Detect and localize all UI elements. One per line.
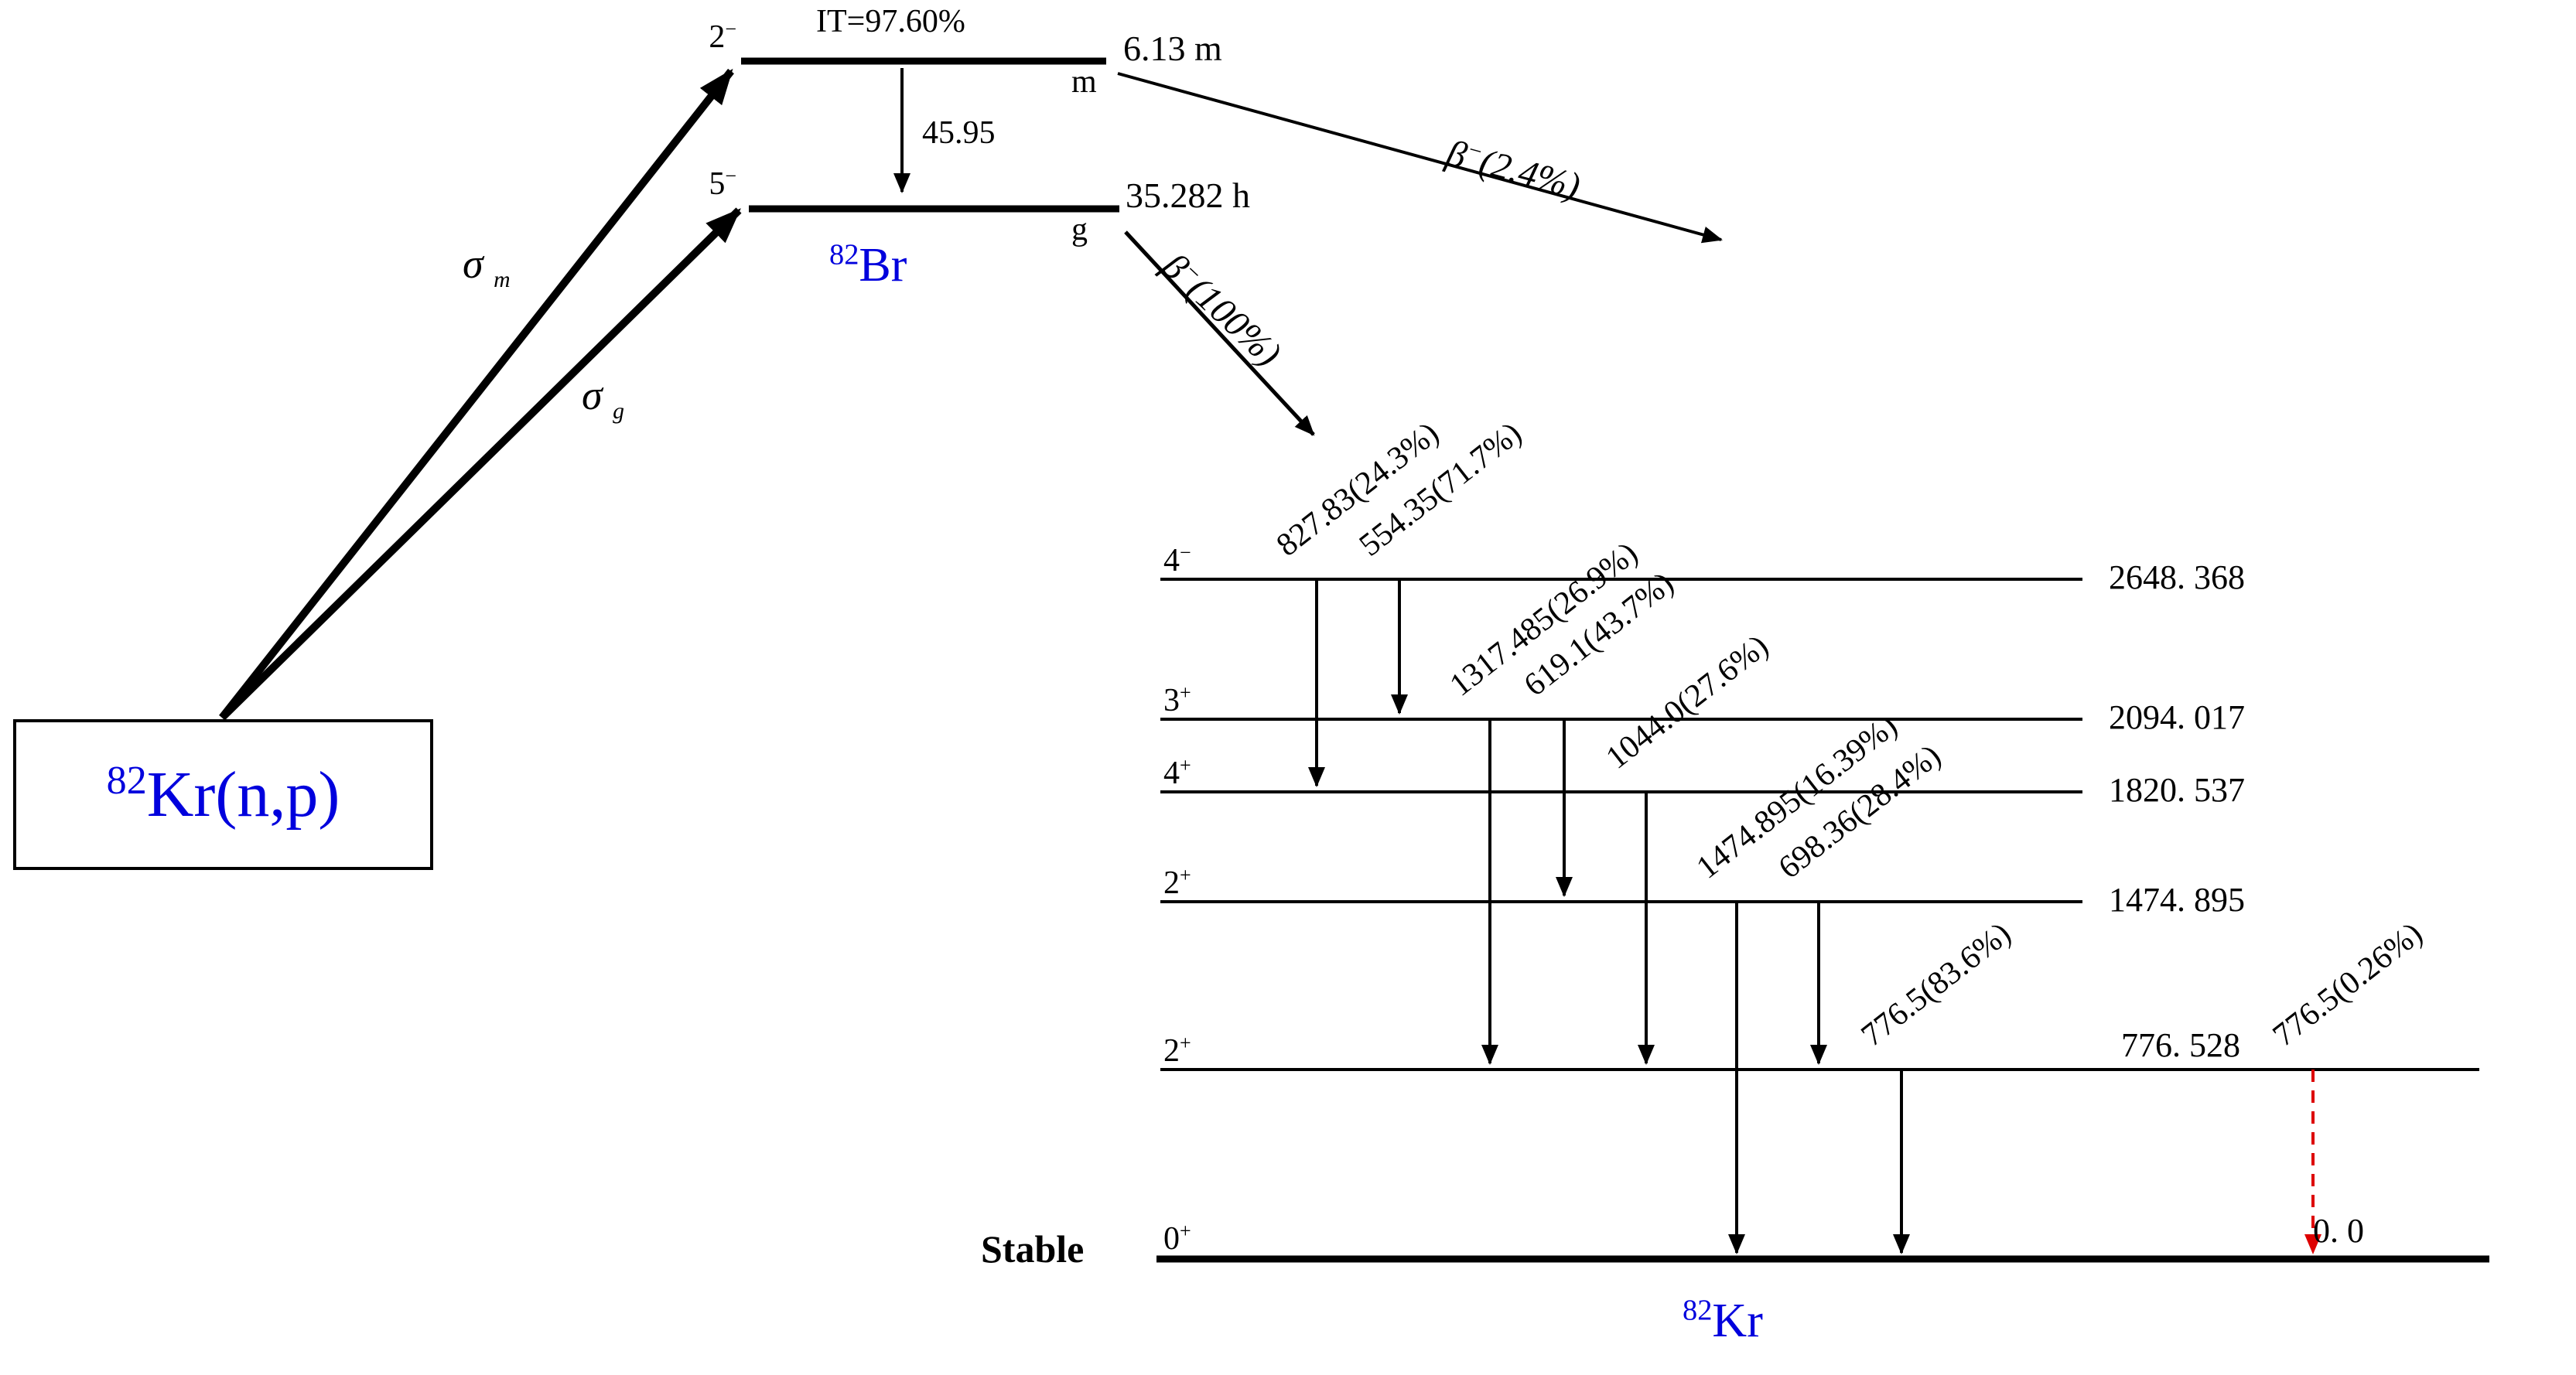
- level-energy-776: 776. 528: [2121, 1026, 2240, 1064]
- it-branch-label: IT=97.60%: [816, 4, 965, 39]
- level-energy-1474: 1474. 895: [2109, 881, 2245, 919]
- stable-label: Stable: [981, 1227, 1085, 1271]
- level-spin-2094: 3+: [1163, 681, 1191, 718]
- reaction-text: Kr(n,p): [146, 759, 340, 831]
- it-gamma-energy: 45.95: [922, 115, 996, 151]
- sigma-m-label: σ m: [463, 241, 511, 292]
- isomer-tag: m: [1071, 64, 1097, 100]
- beta-ground-arrow: [1124, 230, 1315, 436]
- level-energy-1820: 1820. 537: [2109, 771, 2245, 809]
- level-energy-2094: 2094. 017: [2109, 698, 2245, 736]
- sigma-g-arrow: [219, 207, 742, 721]
- level-spin-1820: 4+: [1163, 754, 1191, 791]
- daughter-nuclide-label: 82Kr: [1683, 1294, 1763, 1347]
- isomer-halflife: 6.13 m: [1123, 29, 1222, 68]
- reaction-label: 82Kr(n,p): [107, 757, 340, 832]
- level-energy-2648: 2648. 368: [2109, 558, 2245, 596]
- sigma-m-arrow: [219, 68, 734, 721]
- level-spin-2648: 4−: [1163, 541, 1191, 578]
- sigma-g-label: σ g: [582, 372, 624, 424]
- reaction-box: 82Kr(n,p): [13, 719, 433, 870]
- beta-isomer-arrow: [1117, 72, 1723, 244]
- ground-tag: g: [1071, 212, 1088, 247]
- ground-halflife: 35.282 h: [1126, 176, 1250, 215]
- parent-nuclide-label: 82Br: [829, 238, 907, 292]
- level-energy-0: 0. 0: [2313, 1212, 2364, 1250]
- ground-spin: 5−: [709, 165, 736, 202]
- isomer-spin: 2−: [709, 18, 736, 55]
- level-spin-1474: 2+: [1163, 864, 1191, 901]
- reaction-mass: 82: [106, 759, 147, 803]
- level-spin-776: 2+: [1163, 1032, 1191, 1069]
- level-spin-0: 0+: [1163, 1220, 1191, 1257]
